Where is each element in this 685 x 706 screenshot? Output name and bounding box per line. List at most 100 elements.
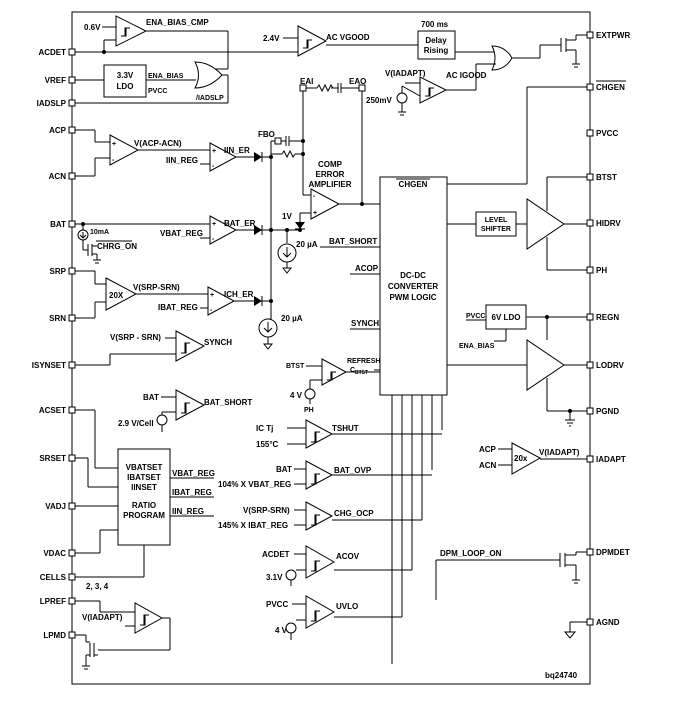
pin-label-extpwr: EXTPWR xyxy=(596,31,630,40)
label-0-6v: 0.6V xyxy=(84,23,101,32)
label-error: ERROR xyxy=(316,170,345,179)
comp-error-amp-shape xyxy=(310,188,341,220)
label-vbat-reg: VBAT_REG xyxy=(160,229,203,238)
hidrv-driver-block: LEVEL SHIFTER xyxy=(447,176,587,271)
label-iinset: IINSET xyxy=(131,483,157,492)
label-level: LEVEL xyxy=(485,217,508,224)
pin-agnd xyxy=(586,618,594,626)
label-ibat-reg-o: IBAT_REG xyxy=(172,488,212,497)
bat-er-amp-shape xyxy=(209,215,238,245)
pin-lodrv xyxy=(586,361,594,369)
label-acov: ACOV xyxy=(336,552,360,561)
lodrv-driver-block xyxy=(447,339,587,427)
label-ibat-reg: IBAT_REG xyxy=(158,303,198,312)
label-2-9v: 2.9 V/Cell xyxy=(118,419,154,428)
ich-er-amp-shape xyxy=(207,286,236,316)
pin-vref xyxy=(68,76,76,84)
label-bat-in: BAT xyxy=(143,393,159,402)
label-145pct: 145% X IBAT_REG xyxy=(218,521,288,530)
3-1v-source xyxy=(285,569,297,581)
pin-label-srp: SRP xyxy=(50,267,67,276)
label-pvcc-ldo: PVCC xyxy=(466,313,485,320)
pin-iadapt xyxy=(586,455,594,463)
label-ldo: LDO xyxy=(117,82,134,91)
label-synch-a: SYNCH xyxy=(351,319,379,328)
label-btst-in: BTST xyxy=(286,363,305,370)
pin-label-pvcc: PVCC xyxy=(596,129,618,138)
chip-outline xyxy=(71,11,591,685)
label-acn-in: ACN xyxy=(479,461,497,470)
pin-srp xyxy=(68,267,76,275)
srp-srn-amplifier: 20X V(SRP-SRN) xyxy=(75,270,208,319)
ldo-3v3-block: 3.3V LDO ENA_BIAS PVCC /IADSLP xyxy=(75,61,229,104)
pin-vdac xyxy=(68,549,76,557)
4v-source-b xyxy=(285,622,297,634)
bat-error-amp: VBAT_REG + - BAT_ER xyxy=(160,215,300,245)
label-ac-igood: AC IGOOD xyxy=(446,71,487,80)
acov-comparator: ACDET ACOV 3.1V xyxy=(262,545,412,586)
pin-acn xyxy=(68,172,76,180)
label-acdet-in: ACDET xyxy=(262,550,290,559)
ratio-program-block: VBATSET IBATSET IINSET RATIO PROGRAM VBA… xyxy=(75,409,215,591)
pin-label-srn: SRN xyxy=(49,314,66,323)
extpwr-and-gate xyxy=(491,34,587,71)
pin-label-acn: ACN xyxy=(49,172,67,181)
label-comp: COMP xyxy=(318,160,343,169)
pin-label-hidrv: HIDRV xyxy=(596,219,621,228)
delay-rising-block: 700 ms Delay Rising xyxy=(417,20,498,60)
pin-isynset xyxy=(68,361,76,369)
pin-label-btst: BTST xyxy=(596,173,617,182)
label-10ma: 10mA xyxy=(90,229,109,236)
bat-short-comparator: BAT BAT_SHORT 2.9 V/Cell xyxy=(118,389,252,432)
label-4v-a: 4 V xyxy=(290,391,303,400)
label-eao: EAO xyxy=(349,77,366,86)
label-v-srp-srn: V(SRP-SRN) xyxy=(133,283,180,292)
dcdc-box xyxy=(379,176,448,396)
iadapt-amp-shape xyxy=(511,442,542,475)
chg-ocp-comparator-shape xyxy=(305,501,334,531)
label-acop: ACOP xyxy=(355,264,379,273)
bat-input-block: 10mA CHRG_ON xyxy=(75,222,210,264)
label-vbat-reg-o: VBAT_REG xyxy=(172,469,215,478)
tshut-comparator-shape xyxy=(305,419,334,449)
label-delay: Delay xyxy=(425,36,447,45)
label-3-1v: 3.1V xyxy=(266,573,283,582)
pin-label-vdac: VDAC xyxy=(43,549,66,558)
label-vsrp-srn3: V(SRP-SRN) xyxy=(243,506,290,515)
pin-extpwr xyxy=(586,31,594,39)
ldo-3v3-box xyxy=(103,64,147,98)
label-bat-ovp: BAT_OVP xyxy=(334,466,372,475)
iin-error-amp: IIN_REG + - IIN_ER xyxy=(166,142,271,172)
label-250mv: 250mV xyxy=(366,96,392,105)
label-bat-er: BAT_ER xyxy=(224,219,256,228)
label-uvlo: UVLO xyxy=(336,602,358,611)
pin-lpref xyxy=(68,597,76,605)
ldo-6v-box xyxy=(485,304,527,330)
ich-error-amp: IBAT_REG + - ICH_ER 20 µA xyxy=(158,286,303,350)
label-shifter: SHIFTER xyxy=(481,226,511,233)
pin-pgnd xyxy=(586,407,594,415)
ratio-program-box xyxy=(117,448,171,546)
pin-vadj xyxy=(68,502,76,510)
acov-comparator-shape xyxy=(305,545,336,579)
label-2-4v: 2.4V xyxy=(263,34,280,43)
iadapt-amplifier: ACP ACN 20x V(IADAPT) xyxy=(479,442,587,475)
pin-srset xyxy=(68,454,76,462)
label-pwm-logic: PWM LOGIC xyxy=(389,293,436,302)
pin-label-isynset: ISYNSET xyxy=(32,361,66,370)
label-155c: 155°C xyxy=(256,440,279,449)
label-ac-vgood: AC VGOOD xyxy=(326,33,370,42)
label-ibatset: IBATSET xyxy=(127,473,161,482)
label-v-iadapt: V(IADAPT) xyxy=(385,69,426,78)
svg-text:-: - xyxy=(112,157,115,164)
pin-acdet xyxy=(68,48,76,56)
svg-text:-: - xyxy=(212,236,215,243)
pin-cells xyxy=(68,573,76,581)
label-20ua-b: 20 µA xyxy=(281,314,303,323)
bat-er-diode xyxy=(254,225,262,235)
right-pins: EXTPWR CHGEN PVCC BTST HIDRV PH REGN LOD… xyxy=(586,31,630,627)
ac-igood-block: V(IADAPT) AC IGOOD 250mV xyxy=(366,63,496,116)
pin-label-iadslp: IADSLP xyxy=(37,99,67,108)
